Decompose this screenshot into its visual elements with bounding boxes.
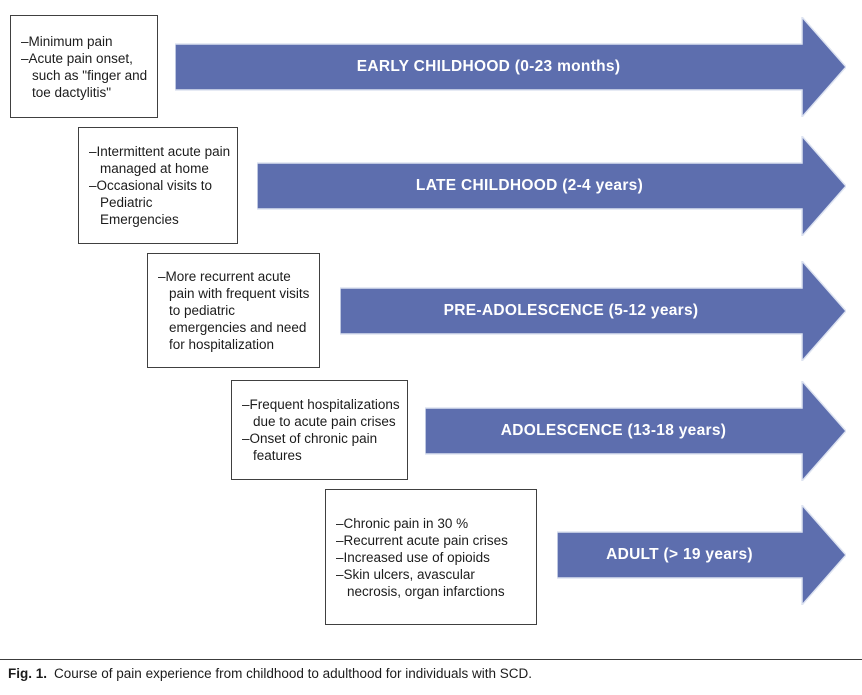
note-item: Frequent hospitalizations due to acute p… — [242, 396, 401, 430]
right-arrow-icon — [425, 381, 846, 481]
arrow-label: ADULT (> 19 years) — [606, 546, 753, 563]
note-box-adolescence: Frequent hospitalizations due to acute p… — [231, 380, 408, 480]
arrow-label: LATE CHILDHOOD (2-4 years) — [415, 177, 644, 194]
note-item: Occasional visits to Pediatric Emergenci… — [89, 177, 231, 228]
right-arrow-icon — [257, 136, 846, 236]
note-item: Increased use of opioids — [336, 549, 530, 566]
note-item: Chronic pain in 30 % — [336, 515, 530, 532]
stage-arrow-pre-adolescence: PRE-ADOLESCENCE (5-12 years) — [340, 261, 846, 361]
note-box-early-childhood: Minimum pain Acute pain onset, such as "… — [10, 15, 158, 118]
figure-caption: Fig. 1. Course of pain experience from ch… — [0, 659, 862, 681]
note-item: Intermittent acute pain managed at home — [89, 143, 231, 177]
note-item: Minimum pain — [21, 33, 151, 50]
right-arrow-icon — [175, 17, 846, 117]
right-arrow-icon — [340, 261, 846, 361]
note-item: More recurrent acute pain with frequent … — [158, 268, 313, 353]
arrow-label: EARLY CHILDHOOD (0-23 months) — [356, 58, 621, 75]
note-list: Intermittent acute pain managed at home … — [89, 143, 231, 228]
stage-arrow-adolescence: ADOLESCENCE (13-18 years) — [425, 381, 846, 481]
note-list: Minimum pain Acute pain onset, such as "… — [21, 33, 151, 101]
stage-arrow-late-childhood: LATE CHILDHOOD (2-4 years) — [257, 136, 846, 236]
note-list: Frequent hospitalizations due to acute p… — [242, 396, 401, 464]
note-list: More recurrent acute pain with frequent … — [158, 268, 313, 353]
right-arrow-icon — [557, 505, 846, 605]
note-item: Recurrent acute pain crises — [336, 532, 530, 549]
arrow-label: ADOLESCENCE (13-18 years) — [500, 422, 727, 439]
note-box-adult: Chronic pain in 30 % Recurrent acute pai… — [325, 489, 537, 625]
arrow-label: PRE-ADOLESCENCE (5-12 years) — [443, 302, 699, 319]
note-list: Chronic pain in 30 % Recurrent acute pai… — [336, 515, 530, 600]
figure-caption-label: Fig. 1. — [8, 666, 48, 681]
figure-caption-text: Course of pain experience from childhood… — [54, 666, 533, 681]
note-box-late-childhood: Intermittent acute pain managed at home … — [78, 127, 238, 244]
stage-arrow-early-childhood: EARLY CHILDHOOD (0-23 months) — [175, 17, 846, 117]
note-box-pre-adolescence: More recurrent acute pain with frequent … — [147, 253, 320, 368]
note-item: Onset of chronic pain features — [242, 430, 401, 464]
stage-arrow-adult: ADULT (> 19 years) — [557, 505, 846, 605]
note-item: Skin ulcers, avascular necrosis, organ i… — [336, 566, 530, 600]
note-item: Acute pain onset, such as "finger and to… — [21, 50, 151, 101]
